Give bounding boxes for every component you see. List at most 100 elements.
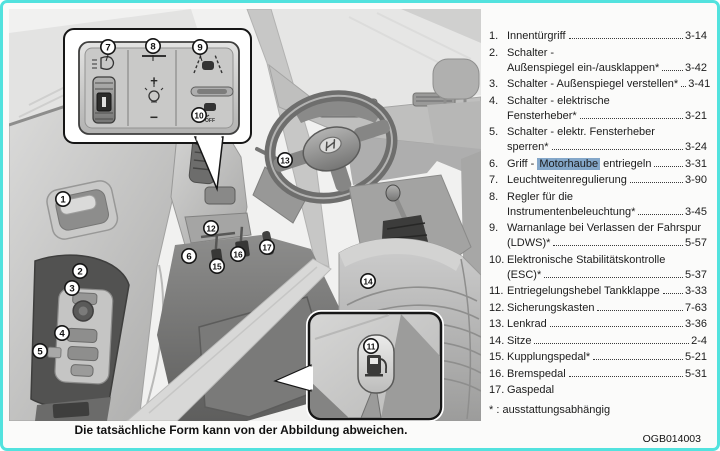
leader-dots xyxy=(568,38,683,39)
svg-text:7: 7 xyxy=(105,42,110,53)
switch-panel-location xyxy=(204,186,236,205)
legend-footnote: * : ausstattungsabhängig xyxy=(489,404,611,416)
legend-item-text: Sicherungskasten xyxy=(507,301,595,314)
leader-dots xyxy=(654,165,683,167)
legend-item-number: 5. xyxy=(489,126,499,138)
callout-6: 6 xyxy=(181,248,198,265)
callout-17: 17 xyxy=(259,239,276,256)
brightness-bulb-icon xyxy=(144,84,164,103)
headlight-leveling-icon xyxy=(92,56,115,70)
leader-dots xyxy=(593,359,683,360)
svg-text:1: 1 xyxy=(60,194,66,205)
highlighted-term: Motorhaube xyxy=(537,157,601,170)
callout-15: 15 xyxy=(209,258,226,275)
callout-5: 5 xyxy=(31,342,48,359)
page-reference: 3-41 xyxy=(688,78,711,90)
svg-text:13: 13 xyxy=(280,155,290,165)
legend-item-15: 15.Kupplungspedal*5-21 xyxy=(489,350,707,365)
legend-item-number: 4. xyxy=(489,94,499,107)
legend-item-2: 2.Schalter -Außenspiegel ein-/ausklappen… xyxy=(489,46,707,76)
legend-item-number: 11. xyxy=(489,285,504,297)
callout-7: 7 xyxy=(100,38,117,55)
leader-dots xyxy=(534,342,690,344)
callout-1: 1 xyxy=(54,191,71,208)
callout-2: 2 xyxy=(71,263,88,280)
page-reference: 5-37 xyxy=(684,268,707,281)
legend-item-text: Griff - Motorhaube entriegeln xyxy=(507,157,652,170)
svg-text:6: 6 xyxy=(186,251,191,262)
legend-item-text: Schalter - xyxy=(507,46,555,59)
svg-text:9: 9 xyxy=(197,42,202,53)
svg-text:2: 2 xyxy=(77,266,82,277)
car-interior-illustration: + − OFF xyxy=(9,9,481,421)
legend-item-text: Schalter - elektrische xyxy=(507,94,610,107)
legend-item-number: 7. xyxy=(489,174,499,186)
hyundai-logo-icon xyxy=(319,136,342,154)
leader-dots xyxy=(662,293,683,294)
legend-item-text: Schalter - elektr. Fensterheber xyxy=(507,126,655,138)
instrument-brightness-control: + − xyxy=(142,55,166,125)
door-frame-pillar xyxy=(246,9,330,268)
page-reference: 3-42 xyxy=(684,61,707,74)
window-lock-switch xyxy=(47,346,62,359)
plus-symbol: + xyxy=(150,73,158,88)
legend-item-number: 9. xyxy=(489,222,499,234)
page-reference: 3-31 xyxy=(684,157,707,170)
callout-4: 4 xyxy=(53,324,70,341)
legend-item-17: 17.Gaspedal xyxy=(489,383,707,398)
figure-code: OGB014003 xyxy=(642,433,701,445)
callout-12: 12 xyxy=(203,220,220,237)
roof-corner xyxy=(401,9,481,43)
svg-text:4: 4 xyxy=(59,328,65,339)
legend-item-9: 9.Warnanlage bei Verlassen der Fahrspur(… xyxy=(489,221,707,251)
leader-dots xyxy=(579,117,683,119)
leader-dots xyxy=(568,375,683,377)
leader-dots xyxy=(549,326,683,327)
legend-item-text: Entriegelungshebel Tankklappe xyxy=(507,285,660,297)
legend-item-text: Sitze xyxy=(507,334,532,347)
legend-item-number: 17. xyxy=(489,384,505,396)
page-reference: 3-24 xyxy=(684,141,707,153)
page-reference: 3-36 xyxy=(684,318,707,330)
page-reference: 2-4 xyxy=(691,334,707,347)
svg-text:15: 15 xyxy=(212,261,222,271)
legend-item-text: Elektronische Stabilitätskontrolle xyxy=(507,253,666,266)
window-switch xyxy=(67,345,99,362)
page-reference: 5-21 xyxy=(684,351,707,363)
steering-wheel xyxy=(264,90,398,204)
page-reference: 3-33 xyxy=(684,285,707,297)
legend-item-10: 10.Elektronische Stabilitätskontrolle(ES… xyxy=(489,253,707,283)
callout-9: 9 xyxy=(192,38,209,55)
leader-dots xyxy=(551,149,683,150)
svg-text:8: 8 xyxy=(150,41,156,52)
leader-dots xyxy=(629,182,683,183)
page-reference: 3-90 xyxy=(684,174,707,186)
legend-item-3: 3.Schalter - Außenspiegel verstellen*3-4… xyxy=(489,77,711,92)
legend-item-number: 16. xyxy=(489,367,505,380)
svg-text:10: 10 xyxy=(194,110,204,120)
legend-item-text: Schalter - Außenspiegel verstellen* xyxy=(507,78,679,90)
leader-dots xyxy=(544,276,683,278)
esc-off-label: OFF xyxy=(205,118,215,124)
legend-item-text: Bremspedal xyxy=(507,367,566,380)
leader-dots xyxy=(553,245,683,246)
diagram-caption: Die tatsächliche Form kann von der Abbil… xyxy=(74,423,408,437)
ldws-icon xyxy=(193,54,223,74)
legend-item-text: Außenspiegel ein-/ausklappen* xyxy=(507,61,660,74)
legend-item-number: 10. xyxy=(489,253,505,266)
callout-3: 3 xyxy=(63,279,80,296)
callout-13: 13 xyxy=(276,152,293,169)
svg-text:12: 12 xyxy=(206,223,216,233)
svg-text:17: 17 xyxy=(262,242,272,252)
fuel-pump-icon xyxy=(365,355,388,377)
